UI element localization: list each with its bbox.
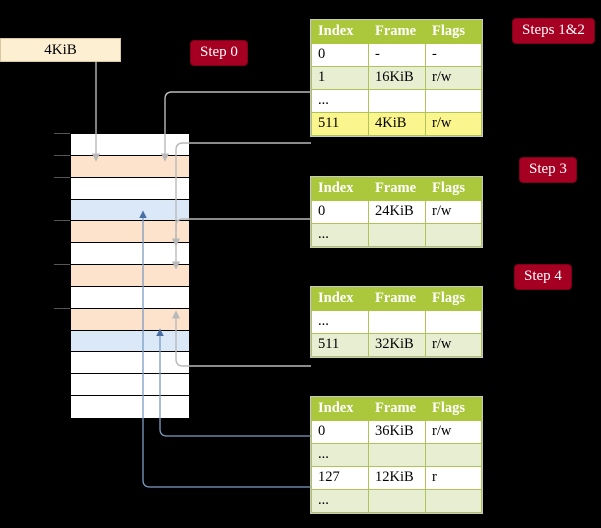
- column-header-index: Index: [311, 177, 369, 201]
- column-header-frame: Frame: [368, 20, 426, 44]
- cell-index: ...: [311, 310, 369, 334]
- cell-frame: 24KiB: [368, 200, 426, 224]
- table-row: ...: [311, 489, 482, 513]
- cell-index: ...: [311, 223, 369, 247]
- table-row: 0 36KiB r/w: [311, 420, 482, 444]
- column-header-frame: Frame: [368, 177, 426, 201]
- cell-flags: r: [425, 466, 482, 490]
- cell-flags: r/w: [425, 333, 482, 357]
- table-row: ...: [311, 310, 482, 334]
- cell-frame: 12KiB: [368, 466, 426, 490]
- memory-row: [71, 155, 189, 178]
- cell-flags: r/w: [425, 420, 482, 444]
- memory-row: [71, 308, 189, 331]
- cell-frame: [368, 223, 426, 247]
- table-header-row: Index Frame Flags: [311, 177, 482, 201]
- memory-row: [71, 199, 189, 222]
- memory-row: [71, 265, 189, 287]
- memory-tick: [54, 308, 70, 309]
- physical-memory-column: [70, 133, 190, 418]
- cell-frame: [368, 489, 426, 513]
- column-header-index: Index: [311, 287, 369, 311]
- memory-tick: [54, 177, 70, 178]
- cell-flags: r/w: [425, 112, 482, 136]
- page-table-level2: Index Frame Flags ... 511 32KiB r/w: [311, 287, 482, 357]
- table-header-row: Index Frame Flags: [311, 397, 482, 421]
- page-table-level4: Index Frame Flags 0 - - 1 16KiB r/w ...: [311, 20, 482, 136]
- badge-step-4: Step 4: [515, 265, 571, 289]
- table-row: ...: [311, 89, 482, 113]
- memory-row: [71, 374, 189, 397]
- table-row: 0 24KiB r/w: [311, 200, 482, 224]
- cell-flags: r/w: [425, 200, 482, 224]
- memory-row: [71, 330, 189, 353]
- cell-flags: [425, 310, 482, 334]
- cell-flags: [425, 89, 482, 113]
- cell-flags: -: [425, 43, 482, 67]
- memory-tick: [54, 264, 70, 265]
- source-frame-box: 4KiB: [0, 38, 121, 62]
- memory-row: [71, 352, 189, 375]
- badge-step-3: Step 3: [520, 158, 576, 182]
- cell-index: 1: [311, 66, 369, 90]
- table-row: 511 32KiB r/w: [311, 333, 482, 357]
- cell-flags: [425, 223, 482, 247]
- cell-frame: 36KiB: [368, 420, 426, 444]
- cell-index: ...: [311, 89, 369, 113]
- column-header-index: Index: [311, 397, 369, 421]
- column-header-flags: Flags: [425, 397, 482, 421]
- cell-frame: 4KiB: [368, 112, 426, 136]
- cell-index: 127: [311, 466, 369, 490]
- cell-frame: [368, 443, 426, 467]
- column-header-frame: Frame: [368, 287, 426, 311]
- badge-steps-1-2: Steps 1&2: [513, 19, 594, 43]
- memory-row: [71, 286, 189, 309]
- cell-index: 511: [311, 333, 369, 357]
- cell-frame: 32KiB: [368, 333, 426, 357]
- cell-frame: [368, 89, 426, 113]
- cell-frame: 16KiB: [368, 66, 426, 90]
- source-frame-label: 4KiB: [44, 42, 77, 58]
- table-row: ...: [311, 223, 482, 247]
- cell-flags: [425, 443, 482, 467]
- column-header-index: Index: [311, 20, 369, 44]
- cell-index: ...: [311, 443, 369, 467]
- memory-tick: [54, 220, 70, 221]
- table-header-row: Index Frame Flags: [311, 287, 482, 311]
- memory-tick: [54, 155, 70, 156]
- table-row: 0 - -: [311, 43, 482, 67]
- memory-row: [71, 243, 189, 266]
- column-header-flags: Flags: [425, 177, 482, 201]
- badge-step-0: Step 0: [191, 41, 247, 65]
- table-row: 1 16KiB r/w: [311, 66, 482, 90]
- cell-index: ...: [311, 489, 369, 513]
- column-header-flags: Flags: [425, 20, 482, 44]
- table-row-highlighted: 511 4KiB r/w: [311, 112, 482, 136]
- memory-row: [71, 221, 189, 244]
- table-header-row: Index Frame Flags: [311, 20, 482, 44]
- column-header-flags: Flags: [425, 287, 482, 311]
- memory-row: [71, 396, 189, 418]
- cell-frame: [368, 310, 426, 334]
- table-row: ...: [311, 443, 482, 467]
- cell-index: 0: [311, 200, 369, 224]
- memory-row: [71, 177, 189, 200]
- column-header-frame: Frame: [368, 397, 426, 421]
- table-row: 127 12KiB r: [311, 466, 482, 490]
- cell-index: 0: [311, 43, 369, 67]
- cell-flags: r/w: [425, 66, 482, 90]
- page-table-level1: Index Frame Flags 0 36KiB r/w ... 127 12…: [311, 397, 482, 513]
- cell-index: 0: [311, 420, 369, 444]
- memory-row: [71, 134, 189, 156]
- memory-tick: [54, 133, 70, 134]
- cell-flags: [425, 489, 482, 513]
- page-table-level3: Index Frame Flags 0 24KiB r/w ...: [311, 177, 482, 247]
- cell-frame: -: [368, 43, 426, 67]
- cell-index: 511: [311, 112, 369, 136]
